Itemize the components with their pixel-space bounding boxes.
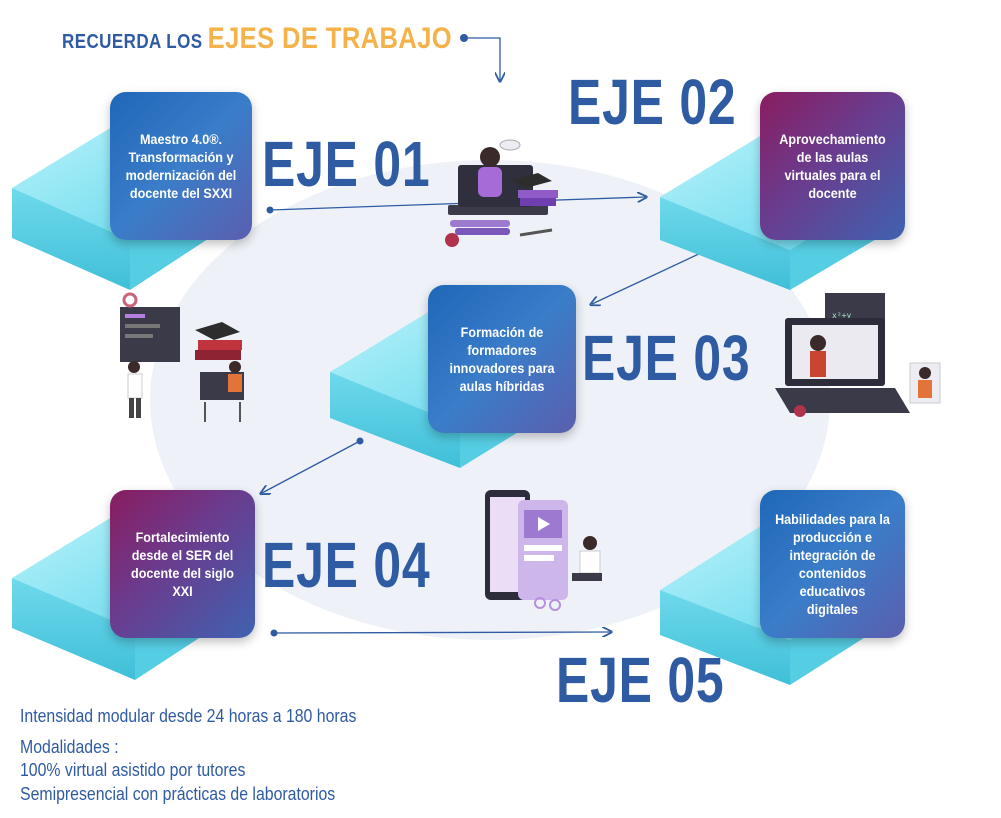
title-prefix: RECUERDA LOS: [62, 31, 203, 53]
eje-01-card: Maestro 4.0®. Transformación y moderniza…: [110, 92, 252, 240]
intensity-text: Intensidad modular desde 24 horas a 180 …: [20, 706, 357, 726]
eje-02-label: EJE 02: [568, 66, 737, 138]
modalidad-virtual: 100% virtual asistido por tutores: [20, 760, 246, 780]
eje-04-label: EJE 04: [262, 529, 431, 601]
eje-05-label: EJE 05: [556, 644, 725, 716]
page-title: RECUERDA LOS EJES DE TRABAJO: [62, 22, 452, 56]
online-teacher-illustration: x²+y √a: [775, 293, 941, 417]
mobile-learning-illustration: [485, 490, 602, 611]
modalidades-title: Modalidades :: [20, 737, 119, 757]
eje-03-text: Formación de formadores innovadores para…: [449, 324, 555, 394]
eje-01-label: EJE 01: [262, 128, 431, 200]
title-highlight: EJES DE TRABAJO: [207, 22, 453, 55]
eje-04-card: Fortalecimiento desde el SER del docente…: [110, 490, 255, 638]
svg-text:x²+y: x²+y: [832, 311, 851, 320]
eje-05-card: Habilidades para la producción e integra…: [760, 490, 905, 638]
eje-02-card: Aprovechamiento de las aulas virtuales p…: [760, 92, 905, 240]
eje-03-card: Formación de formadores innovadores para…: [428, 285, 576, 433]
modalidad-semipresencial: Semipresencial con prácticas de laborato…: [20, 784, 336, 804]
eje-03-label: EJE 03: [582, 322, 751, 394]
eje-05-text: Habilidades para la producción e integra…: [775, 511, 890, 617]
coding-classroom-illustration: [120, 292, 244, 422]
eje-04-text: Fortalecimiento desde el SER del docente…: [131, 529, 234, 599]
eje-02-text: Aprovechamiento de las aulas virtuales p…: [779, 131, 886, 201]
teacher-laptop-illustration: [445, 139, 558, 247]
eje-01-text: Maestro 4.0®. Transformación y moderniza…: [125, 131, 237, 201]
